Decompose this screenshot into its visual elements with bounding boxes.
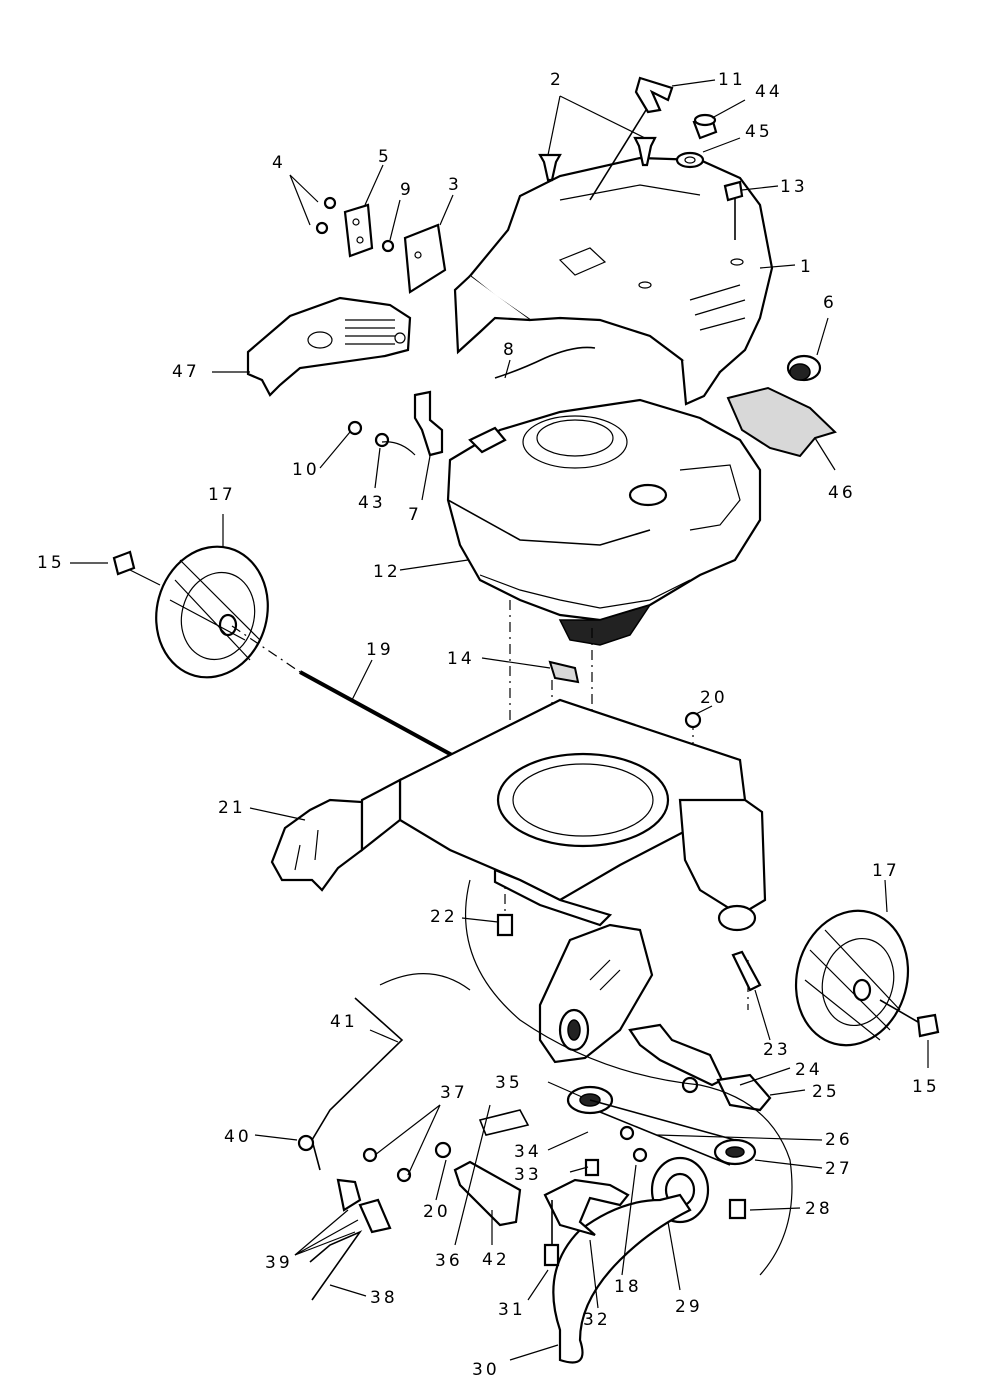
callout-24: 24 [795,1060,823,1080]
rear-axle [231,625,301,673]
callout-37: 37 [440,1083,468,1103]
callout-20a: 20 [700,688,728,708]
leader-lines [70,79,929,1361]
callout-31: 31 [498,1300,526,1320]
dipstick [589,76,674,201]
fuel-line [494,346,596,379]
hubcap-left [112,550,136,576]
belt-drive [379,879,793,1364]
callout-40: 40 [224,1127,252,1147]
callout-42: 42 [482,1250,510,1270]
callout-13: 13 [780,177,808,197]
callout-8: 8 [503,340,517,360]
chassis-fasteners [496,711,762,992]
callout-29: 29 [675,1297,703,1317]
callout-39: 39 [265,1253,293,1273]
shroud-push-pins [538,136,657,182]
callout-36: 36 [435,1251,463,1271]
callout-19: 19 [366,640,394,660]
callout-44: 44 [755,82,783,102]
callout-30: 30 [472,1360,500,1380]
spacer-14 [548,660,580,684]
callout-34: 34 [514,1142,542,1162]
control-linkage [297,997,530,1301]
hubcap-right [879,999,940,1038]
callout-46: 46 [828,483,856,503]
callout-17a: 17 [208,485,236,505]
callout-27: 27 [825,1159,853,1179]
callout-43: 43 [358,493,386,513]
callout-15b: 15 [912,1077,940,1097]
callout-17b: 17 [872,861,900,881]
callout-7: 7 [408,505,422,525]
callout-22: 22 [430,907,458,927]
engine [446,398,762,646]
control-bracket-parts [315,196,447,294]
callout-20b: 20 [423,1202,451,1222]
callout-12: 12 [373,562,401,582]
callout-41: 41 [330,1012,358,1032]
callout-23: 23 [763,1040,791,1060]
callout-11: 11 [718,70,746,90]
callout-47: 47 [172,362,200,382]
callout-32: 32 [583,1310,611,1330]
callout-28: 28 [805,1199,833,1219]
chassis-frame [270,698,767,1064]
callout-3: 3 [448,175,462,195]
callout-10: 10 [292,460,320,480]
callout-35: 35 [495,1073,523,1093]
heat-shield [246,296,412,397]
callout-33: 33 [514,1165,542,1185]
engine-shroud [453,156,774,406]
callout-2: 2 [550,70,564,90]
wheel-right [794,909,910,1047]
hardware-top-right [675,113,744,240]
callout-26: 26 [825,1130,853,1150]
callout-9: 9 [400,180,414,200]
callout-38: 38 [370,1288,398,1308]
callout-18: 18 [614,1277,642,1297]
wheel-left [155,545,269,679]
bracket-7 [347,390,444,457]
callout-25: 25 [812,1082,840,1102]
callout-5: 5 [378,147,392,167]
callout-45: 45 [745,122,773,142]
callout-1: 1 [800,257,814,277]
callout-labels: 1 2 3 4 5 6 7 8 9 10 11 12 13 14 15 15 1… [37,70,940,1380]
callout-15a: 15 [37,553,65,573]
callout-14: 14 [447,649,475,669]
callout-4: 4 [272,153,286,173]
callout-6: 6 [823,293,837,313]
callout-21: 21 [218,798,246,818]
fuel-cap [786,354,822,382]
